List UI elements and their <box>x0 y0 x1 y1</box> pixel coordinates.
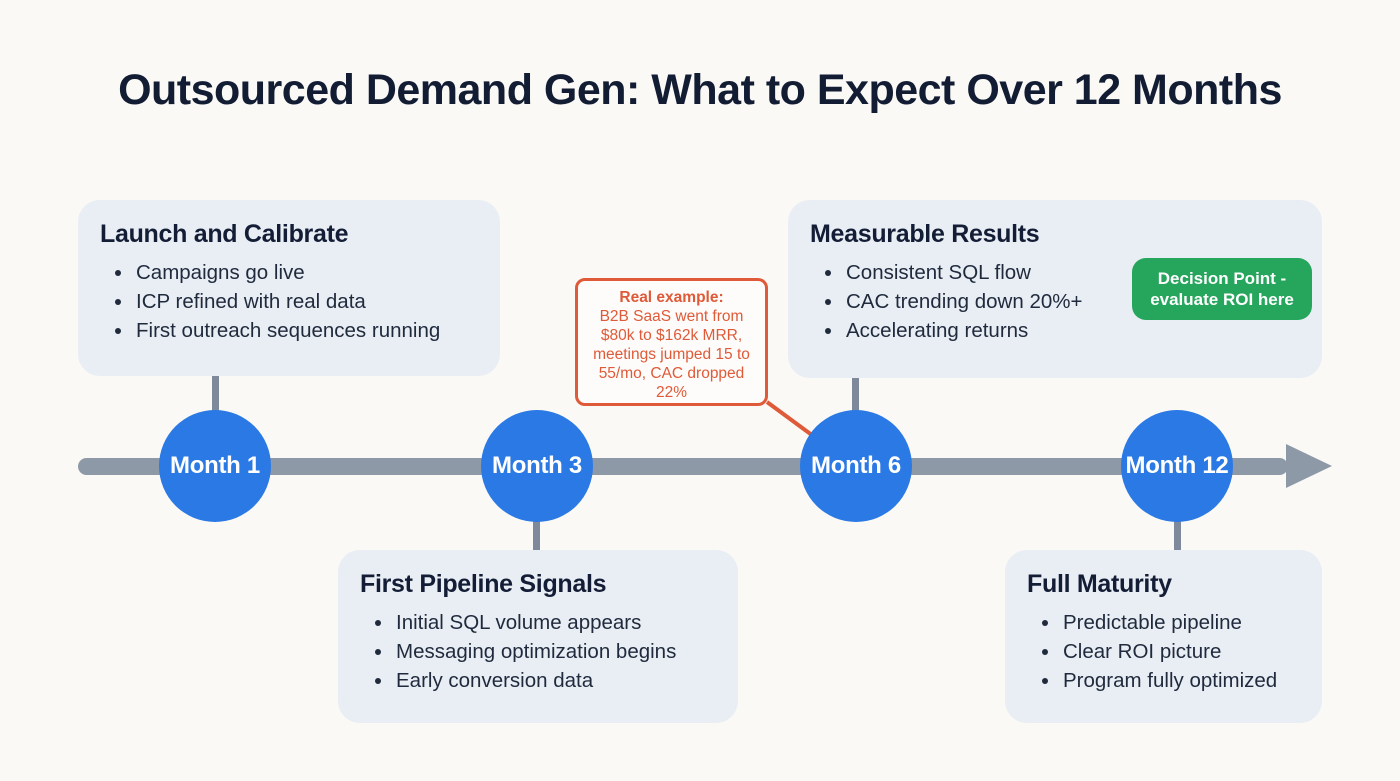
card-bullet-list: Initial SQL volume appears Messaging opt… <box>360 608 716 695</box>
callout-heading: Real example: <box>619 289 724 306</box>
bullet-item: ICP refined with real data <box>134 287 478 316</box>
timeline-node-month6: Month 6 <box>800 410 912 522</box>
bullet-item: Initial SQL volume appears <box>394 608 716 637</box>
bullet-item: Clear ROI picture <box>1061 637 1300 666</box>
bullet-item: Consistent SQL flow <box>844 258 1300 287</box>
timeline-node-month1: Month 1 <box>159 410 271 522</box>
bullet-item: Messaging optimization begins <box>394 637 716 666</box>
bullet-item: Early conversion data <box>394 666 716 695</box>
timeline-node-month12: Month 12 <box>1121 410 1233 522</box>
connector-month3 <box>533 516 540 554</box>
card-measurable-results: Measurable Results Consistent SQL flow C… <box>788 200 1322 378</box>
bullet-item: Accelerating returns <box>844 316 1300 345</box>
timeline-node-month3: Month 3 <box>481 410 593 522</box>
card-title: Launch and Calibrate <box>100 220 349 248</box>
card-full-maturity: Full Maturity Predictable pipeline Clear… <box>1005 550 1322 723</box>
card-title: Measurable Results <box>810 220 1040 248</box>
card-title: First Pipeline Signals <box>360 570 607 598</box>
page-title: Outsourced Demand Gen: What to Expect Ov… <box>118 66 1282 114</box>
card-bullet-list: Predictable pipeline Clear ROI picture P… <box>1027 608 1300 695</box>
bullet-item: First outreach sequences running <box>134 316 478 345</box>
connector-month6 <box>852 377 859 416</box>
card-first-pipeline-signals: First Pipeline Signals Initial SQL volum… <box>338 550 738 723</box>
card-bullet-list: Consistent SQL flow CAC trending down 20… <box>810 258 1300 345</box>
timeline-arrowhead-icon <box>1286 444 1332 488</box>
bullet-item: Program fully optimized <box>1061 666 1300 695</box>
timeline-bar <box>78 458 1288 475</box>
connector-month1 <box>212 374 219 416</box>
card-bullet-list: Campaigns go live ICP refined with real … <box>100 258 478 345</box>
connector-month12 <box>1174 516 1181 554</box>
bullet-item: CAC trending down 20%+ <box>844 287 1300 316</box>
decision-point-badge: Decision Point - evaluate ROI here <box>1132 258 1312 320</box>
bullet-item: Campaigns go live <box>134 258 478 287</box>
card-launch-and-calibrate: Launch and Calibrate Campaigns go live I… <box>78 200 500 376</box>
real-example-callout: Real example: B2B SaaS went from $80k to… <box>575 278 768 406</box>
callout-body: B2B SaaS went from $80k to $162k MRR, me… <box>593 308 750 401</box>
card-title: Full Maturity <box>1027 570 1172 598</box>
bullet-item: Predictable pipeline <box>1061 608 1300 637</box>
